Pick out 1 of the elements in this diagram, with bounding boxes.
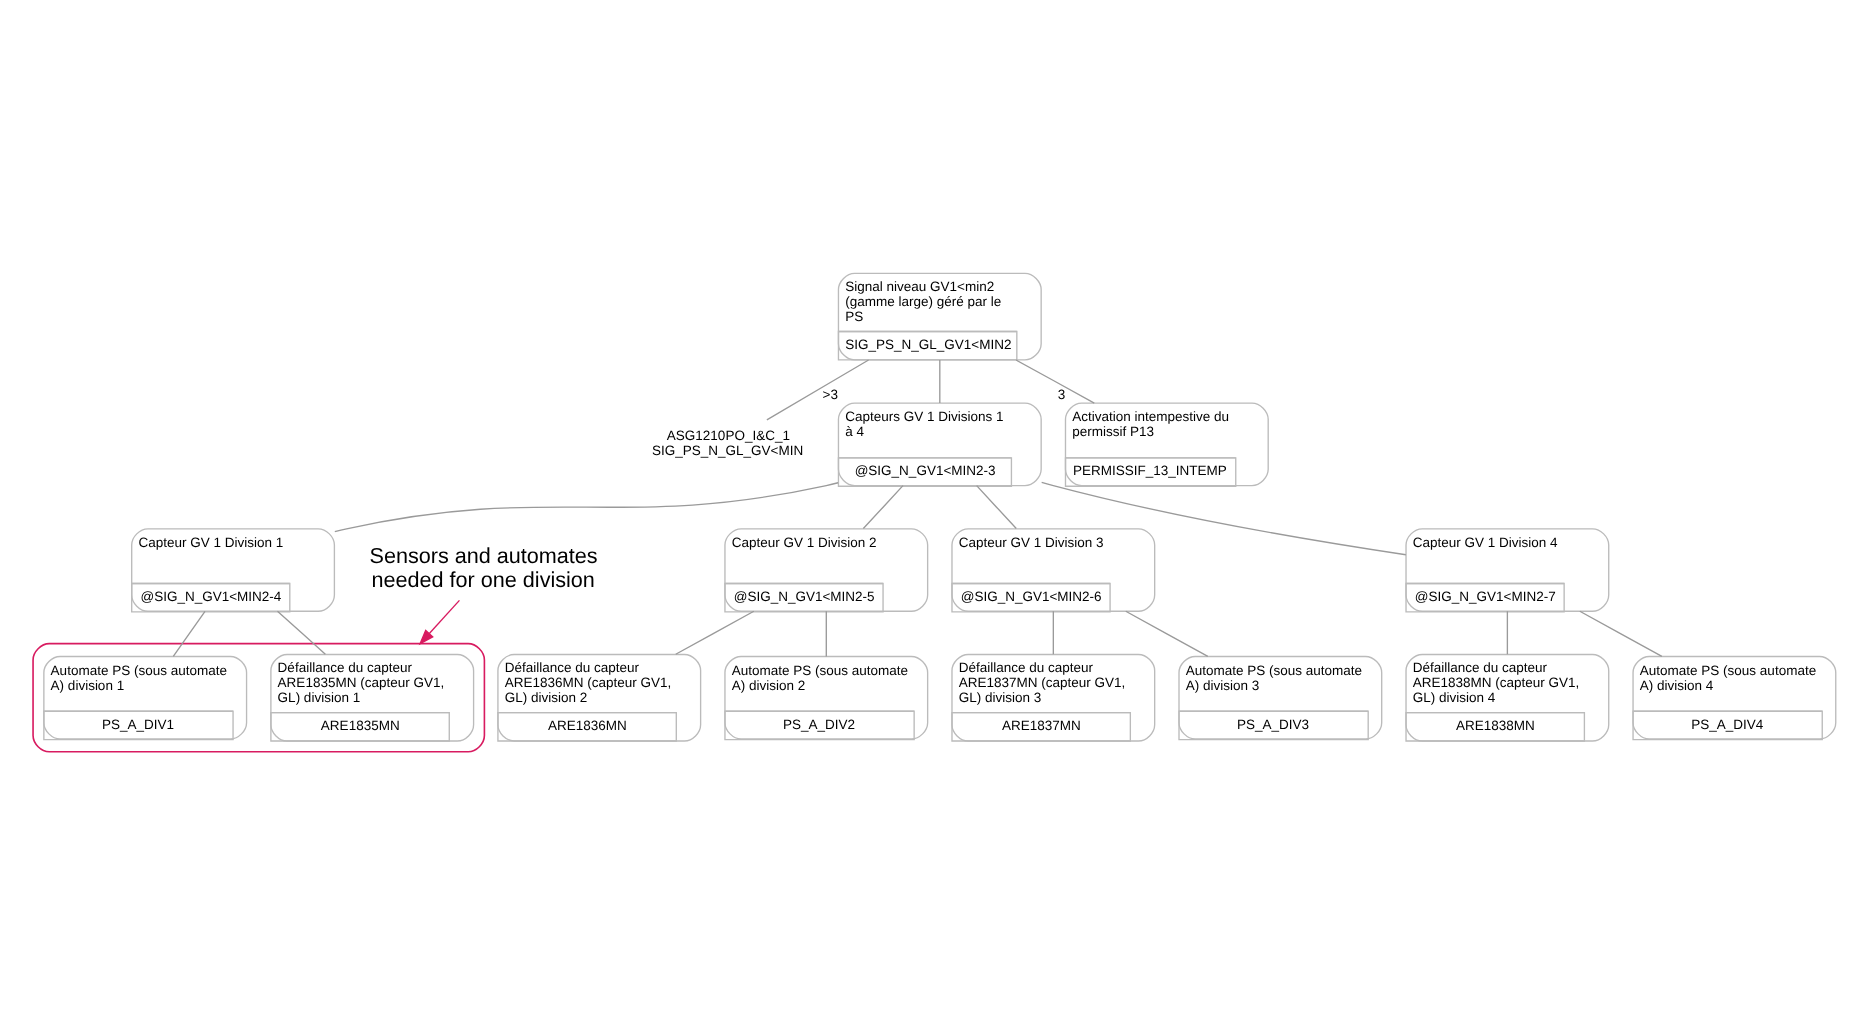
node-text: Sensors and automates needed for one division xyxy=(369,545,598,594)
